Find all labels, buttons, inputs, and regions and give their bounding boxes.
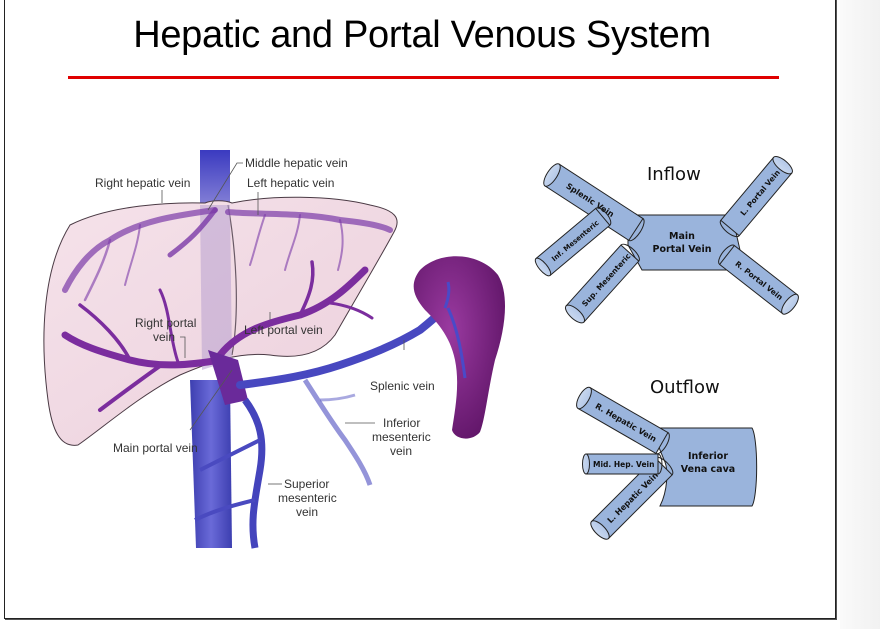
label-inferior-mesenteric-2: mesenteric	[372, 430, 431, 444]
label-right-portal-vein-2: vein	[153, 330, 175, 344]
label-superior-mesenteric-1: Superior	[284, 477, 329, 491]
label-superior-mesenteric-3: vein	[296, 505, 318, 519]
outflow-heading: Outflow	[650, 377, 720, 398]
outflow-diagram: Outflow Inferior Vena cava R. Hepatic Ve…	[576, 377, 758, 540]
inflow-center-line2: Portal Vein	[653, 244, 712, 255]
label-left-portal-vein: Left portal vein	[244, 323, 323, 337]
label-middle-hepatic-vein: Middle hepatic vein	[245, 156, 348, 170]
inflow-center-line1: Main	[669, 231, 695, 242]
label-right-portal-vein-1: Right portal	[135, 316, 196, 330]
portal-veins	[61, 260, 374, 412]
mid-hepatic-vein-tube: Mid. Hep. Vein	[582, 453, 663, 475]
title-underline	[68, 76, 779, 79]
label-main-portal-vein: Main portal vein	[113, 441, 198, 455]
mid-hepatic-vein-label: Mid. Hep. Vein	[593, 460, 654, 469]
hepatic-veins	[62, 207, 393, 302]
l-hepatic-vein-label: L. Hepatic Vein	[606, 470, 661, 525]
label-inferior-mesenteric-3: vein	[390, 444, 412, 458]
ivc-upper	[200, 150, 230, 210]
splenic-vein	[236, 304, 449, 389]
l-portal-vein-tube: L. Portal Vein	[719, 156, 793, 238]
label-splenic-vein: Splenic vein	[370, 379, 435, 393]
leader-lines	[161, 162, 405, 485]
label-left-hepatic-vein: Left hepatic vein	[247, 176, 334, 190]
smv-branch	[199, 438, 261, 472]
outflow-center-line2: Vena cava	[681, 464, 735, 475]
inflow-diagram: Inflow Main Portal Vein Splenic Vein Inf…	[534, 156, 799, 324]
spleen-hilum-vein	[443, 281, 467, 379]
ivc-block	[654, 427, 758, 507]
label-superior-mesenteric-2: mesenteric	[278, 491, 337, 505]
smv-branch	[194, 498, 256, 522]
slide-title: Hepatic and Portal Venous System	[133, 14, 711, 56]
label-right-hepatic-vein: Right hepatic vein	[95, 176, 190, 190]
sup-mesenteric-label: Sup. Mesenteric	[580, 252, 632, 309]
inferior-mesenteric-vein	[302, 378, 373, 486]
label-inferior-mesenteric-1: Inferior	[383, 416, 420, 430]
side-strip	[840, 0, 880, 629]
ivc-intrahepatic	[200, 205, 232, 370]
inflow-heading: Inflow	[647, 164, 701, 185]
superior-mesenteric-vein	[242, 397, 266, 549]
outflow-center-line1: Inferior	[688, 451, 728, 462]
main-portal-vein	[208, 350, 248, 405]
r-portal-vein-tube: R. Portal Vein	[718, 244, 799, 315]
imv-branch	[319, 393, 356, 402]
